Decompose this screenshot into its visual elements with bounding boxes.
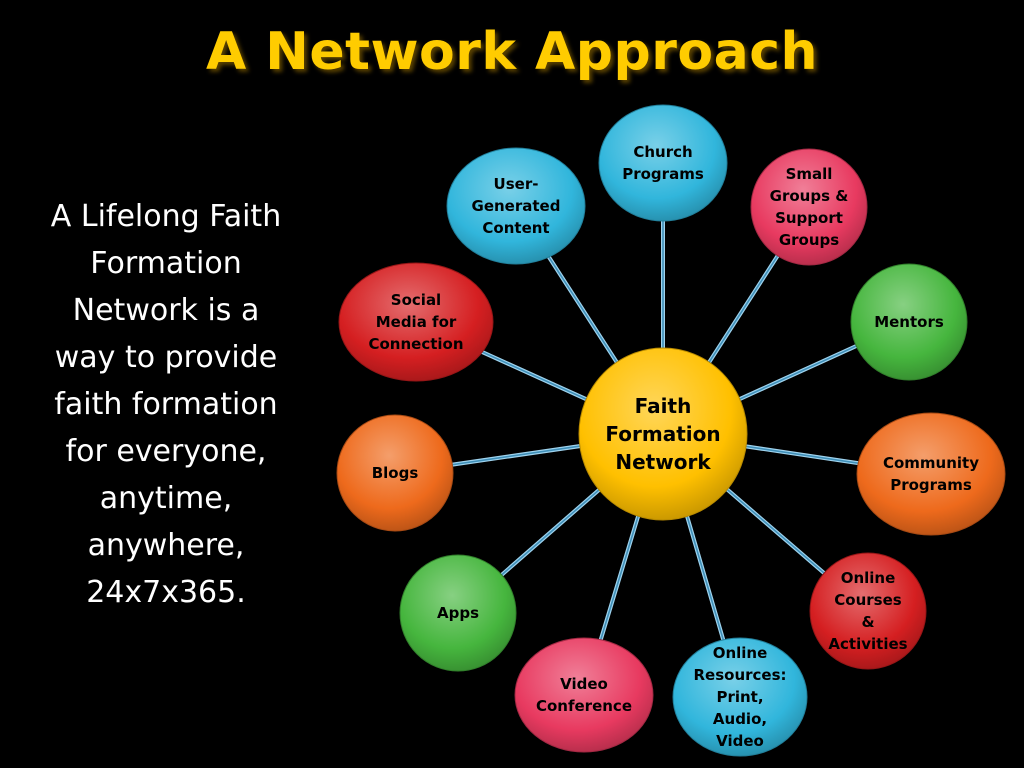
description-line: 24x7x365. [86,575,246,610]
node-label: Social [391,291,441,309]
node-label: Small [786,165,833,183]
node-label: Connection [368,335,463,353]
description-line: anywhere, [87,528,245,563]
node-circle [336,414,454,532]
node-label: Programs [890,476,972,494]
node-label: Generated [472,197,561,215]
description-line: way to provide [54,340,278,375]
node-circle [856,412,1006,536]
description-line: for everyone, [65,434,267,469]
node-label: Programs [622,165,704,183]
node-label: Content [482,219,549,237]
node-label: Church [633,143,692,161]
description-line: faith formation [54,387,278,422]
node-label: Conference [536,697,632,715]
description-line: anytime, [99,481,233,516]
description-line: A Lifelong Faith [50,199,282,234]
node-circle [598,104,728,222]
node-label: Online [713,644,768,662]
node-label: & [861,613,874,631]
node-circle [850,263,968,381]
hub-label: Network [615,450,711,474]
hub-label: Formation [605,422,720,446]
description-text: A Lifelong Faith Formation Network is a … [28,193,304,616]
node-circle [672,637,808,757]
node-circle [446,147,586,265]
node-label: Media for [376,313,457,331]
node-label: Print, [716,688,763,706]
node-label: Video [716,732,764,750]
node-label: Groups [779,231,839,249]
node-label: Audio, [713,710,767,728]
node-circle [338,262,494,382]
node-label: Activities [828,635,907,653]
node-label: Support [775,209,843,227]
node-mentors: Mentors [850,263,968,381]
description-line: Formation [90,246,242,281]
description-line: Network is a [72,293,260,328]
node-label: User- [494,175,539,193]
node-blogs: Blogs [336,414,454,532]
node-label: Apps [437,604,479,622]
node-label: Video [560,675,608,693]
node-apps: Apps [399,554,517,672]
node-label: Groups & [770,187,849,205]
hub-circle [578,347,748,521]
hub-label: Faith [635,394,692,418]
node-label: Blogs [372,464,419,482]
node-circle [514,637,654,753]
node-label: Courses [834,591,901,609]
node-label: Online [841,569,896,587]
node-label: Resources: [693,666,786,684]
node-label: Community [883,454,979,472]
slide-title: A Network Approach [205,22,819,82]
node-circle [399,554,517,672]
node-circle [809,552,927,670]
node-label: Mentors [874,313,944,331]
node-circle [750,148,868,266]
